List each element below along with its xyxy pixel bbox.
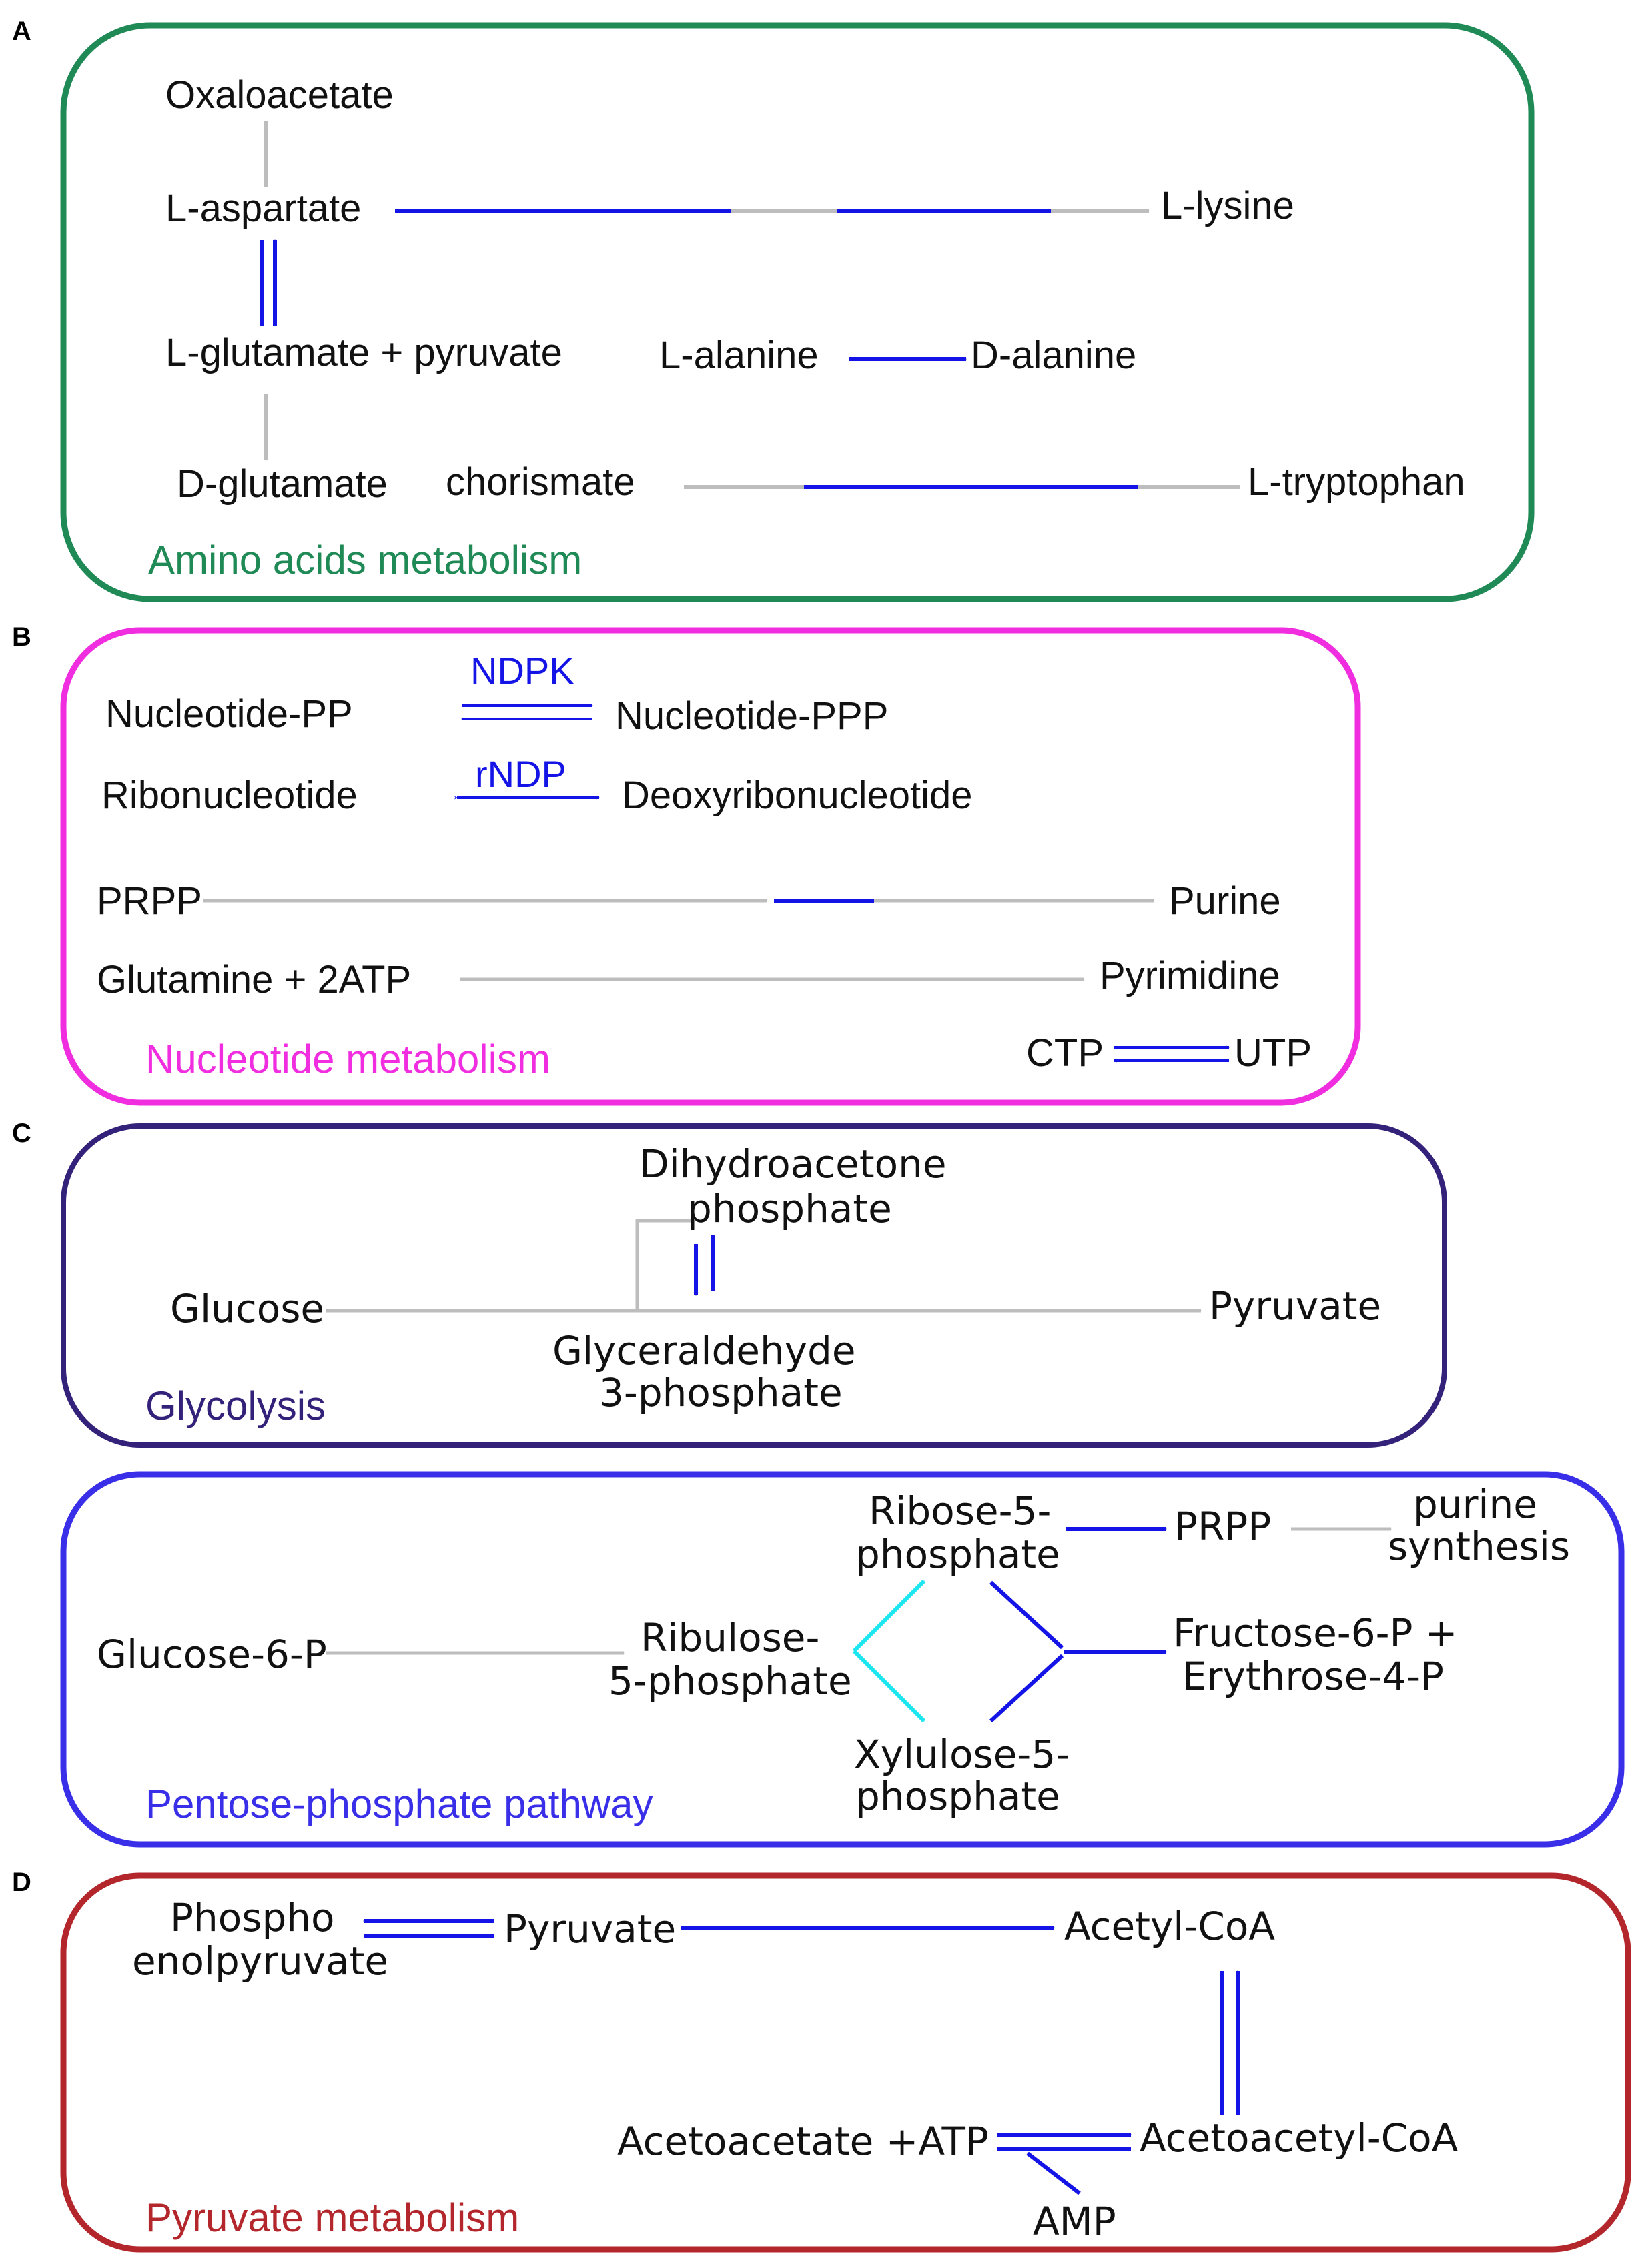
arrow-branch-to-dhap [635, 1219, 691, 1311]
label-xylulose5p-line2: phosphate [855, 1774, 1060, 1819]
arrow-ribulose-to-xylulose [852, 1649, 926, 1723]
panel-b-letter: B [12, 622, 31, 652]
arrow-xylulose-to-fructose [989, 1654, 1064, 1723]
label-pyruvate-glycolysis: Pyruvate [1209, 1283, 1381, 1329]
arrow-ribose-to-fructose [989, 1580, 1064, 1650]
label-glucose: Glucose [170, 1286, 324, 1331]
panel-b-box [60, 627, 1361, 1106]
label-pyrimidine: Pyrimidine [1100, 954, 1280, 997]
label-l-aspartate: L-aspartate [165, 187, 361, 230]
panel-d-title: Pyruvate metabolism [145, 2195, 519, 2240]
label-f6p-e4p-line2: Erythrose-4-P [1182, 1654, 1444, 1699]
panel-c-glycolysis-title: Glycolysis [145, 1383, 326, 1428]
label-d-alanine: D-alanine [971, 334, 1136, 377]
label-xylulose5p-line1: Xylulose-5- [854, 1732, 1070, 1777]
label-f6p-e4p-line1: Fructose-6-P + [1173, 1610, 1458, 1656]
label-glucose-6-p: Glucose-6-P [97, 1632, 327, 1677]
label-nucleotide-pp: Nucleotide-PP [105, 692, 353, 736]
panel-c-pentose-box [60, 1471, 1625, 1848]
panel-d-arrows [363, 1919, 1240, 2195]
panel-d-letter: D [12, 1868, 31, 1897]
label-l-alanine: L-alanine [659, 334, 819, 377]
label-chorismate: chorismate [446, 460, 635, 504]
enzyme-ndpk: NDPK [470, 650, 574, 692]
label-glutamine-2atp: Glutamine + 2ATP [97, 958, 411, 1001]
label-ribose5p-line2: phosphate [855, 1532, 1060, 1577]
label-dhap-line2: phosphate [687, 1186, 892, 1231]
arrow-amp-to-reaction [1026, 2151, 1081, 2195]
label-purine-synthesis-line1: purine [1413, 1482, 1537, 1527]
enzyme-rndp: rNDP [475, 753, 566, 795]
label-acetoacetate-atp: Acetoacetate +ATP [617, 2119, 989, 2164]
label-purine-synthesis-line2: synthesis [1388, 1524, 1570, 1569]
panel-a-arrows [260, 121, 1240, 489]
label-ribulose5p-line2: 5-phosphate [608, 1658, 852, 1704]
panel-b-title: Nucleotide metabolism [145, 1037, 550, 1081]
label-utp: UTP [1234, 1031, 1312, 1075]
label-acetoacetyl-coa: Acetoacetyl-CoA [1140, 2115, 1459, 2161]
label-pyruvate-d: Pyruvate [504, 1906, 676, 1952]
label-deoxyribonucleotide: Deoxyribonucleotide [622, 774, 973, 817]
glycolysis-arrows [326, 1219, 1202, 1313]
label-g3p-line1: Glyceraldehyde [552, 1328, 856, 1373]
label-ribulose5p-line1: Ribulose- [641, 1615, 819, 1660]
label-ctp: CTP [1026, 1031, 1104, 1075]
panel-c-letter: C [12, 1119, 31, 1148]
label-l-lysine: L-lysine [1161, 184, 1294, 227]
label-prpp-ppp: PRPP [1174, 1504, 1271, 1549]
label-d-glutamate: D-glutamate [177, 462, 388, 506]
panel-a-box [60, 22, 1535, 602]
pentose-arrows [326, 1527, 1392, 1723]
arrow-ribulose-to-ribose [852, 1579, 926, 1653]
label-oxaloacetate: Oxaloacetate [165, 73, 394, 117]
label-purine: Purine [1169, 879, 1281, 923]
label-pep-line2: enolpyruvate [132, 1938, 388, 1984]
label-prpp: PRPP [97, 879, 202, 923]
panel-a-title: Amino acids metabolism [148, 538, 582, 582]
label-g3p-line2: 3-phosphate [599, 1370, 843, 1415]
label-l-tryptophan: L-tryptophan [1248, 460, 1465, 504]
panel-c-glycolysis-box [61, 1123, 1447, 1448]
label-amp: AMP [1033, 2199, 1116, 2244]
label-ribose5p-line1: Ribose-5- [869, 1488, 1051, 1534]
label-acetyl-coa: Acetyl-CoA [1064, 1904, 1275, 1949]
panel-c-pentose-title: Pentose-phosphate pathway [145, 1782, 653, 1826]
label-nucleotide-ppp: Nucleotide-PPP [615, 694, 888, 738]
panel-b-arrows [203, 704, 1230, 1063]
panel-a-letter: A [12, 17, 31, 46]
label-pep-line1: Phospho [170, 1895, 335, 1940]
label-l-glutamate-pyruvate: L-glutamate + pyruvate [165, 331, 562, 374]
label-ribonucleotide: Ribonucleotide [101, 774, 358, 817]
panel-d-box [60, 1872, 1631, 2253]
label-dhap-line1: Dihydroacetone [639, 1141, 947, 1187]
